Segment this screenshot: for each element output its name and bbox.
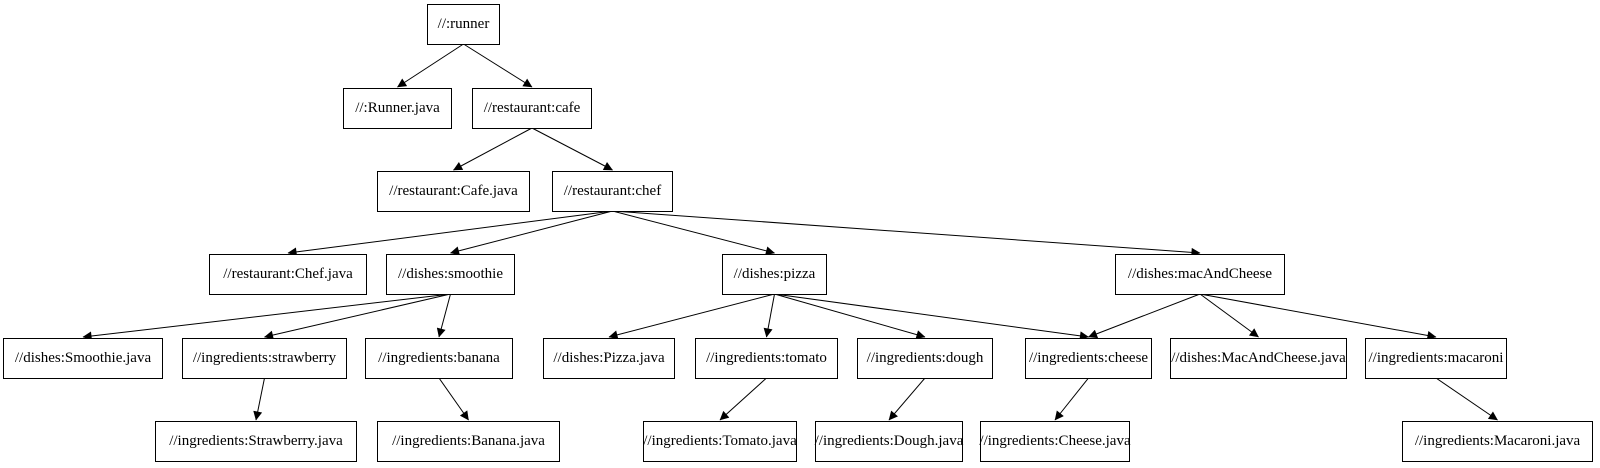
edge-smoothie-to-banana: [436, 293, 451, 338]
edge-cafe-to-chef: [531, 127, 613, 171]
node-banana-java: //ingredients:Banana.java: [377, 421, 560, 462]
edge-chef-to-mac-and-cheese: [612, 210, 1201, 257]
edge-runner-to-runner-java: [397, 43, 464, 88]
node-chef-java: //restaurant:Chef.java: [209, 254, 367, 295]
node-smoothie-java: //dishes:Smoothie.java: [3, 338, 163, 379]
edge-chef-to-smoothie: [450, 210, 613, 256]
node-smoothie: //dishes:smoothie: [386, 254, 515, 295]
node-runner: //:runner: [427, 4, 500, 45]
edge-dough-to-dough-java: [888, 377, 926, 421]
edge-runner-to-cafe: [463, 43, 533, 88]
node-tomato-java: //ingredients:Tomato.java: [643, 421, 797, 462]
edge-chef-to-chef-java: [287, 210, 613, 257]
node-dough-java: //ingredients:Dough.java: [815, 421, 963, 462]
edge-pizza-to-pizza-java: [608, 293, 775, 340]
node-strawberry-java: //ingredients:Strawberry.java: [155, 421, 357, 462]
node-runner-java: //:Runner.java: [343, 88, 452, 129]
node-tomato: //ingredients:tomato: [695, 338, 838, 379]
edge-mac-and-cheese-to-cheese: [1088, 293, 1201, 339]
node-chef: //restaurant:chef: [552, 171, 673, 212]
node-cheese-java: //ingredients:Cheese.java: [979, 421, 1131, 462]
node-mac-and-cheese: //dishes:macAndCheese: [1115, 254, 1285, 295]
edge-cheese-to-cheese-java: [1054, 377, 1089, 421]
node-cafe: //restaurant:cafe: [472, 88, 592, 129]
node-macaroni-java: //ingredients:Macaroni.java: [1402, 421, 1593, 462]
edge-smoothie-to-smoothie-java: [82, 293, 451, 341]
edge-smoothie-to-strawberry: [264, 293, 451, 340]
node-banana: //ingredients:banana: [365, 338, 513, 379]
node-cheese: //ingredients:cheese: [1025, 338, 1152, 379]
node-pizza: //dishes:pizza: [722, 254, 827, 295]
edge-strawberry-to-strawberry-java: [253, 377, 265, 421]
node-pizza-java: //dishes:Pizza.java: [543, 338, 675, 379]
node-cafe-java: //restaurant:Cafe.java: [377, 171, 530, 212]
edge-tomato-to-tomato-java: [719, 377, 767, 421]
edge-chef-to-pizza: [612, 210, 775, 256]
edge-pizza-to-tomato: [763, 293, 775, 338]
node-dough: //ingredients:dough: [857, 338, 993, 379]
edge-banana-to-banana-java: [438, 377, 469, 421]
edge-mac-and-cheese-to-macaroni: [1199, 293, 1437, 340]
node-macaroni: //ingredients:macaroni: [1365, 338, 1507, 379]
node-strawberry: //ingredients:strawberry: [182, 338, 347, 379]
edge-cafe-to-cafe-java: [453, 127, 533, 171]
edge-mac-and-cheese-to-mac-and-cheese-java: [1199, 293, 1259, 338]
edge-macaroni-to-macaroni-java: [1435, 377, 1498, 421]
edge-pizza-to-cheese: [774, 293, 1089, 341]
node-mac-and-cheese-java: //dishes:MacAndCheese.java: [1170, 338, 1347, 379]
edge-pizza-to-dough: [774, 293, 926, 339]
